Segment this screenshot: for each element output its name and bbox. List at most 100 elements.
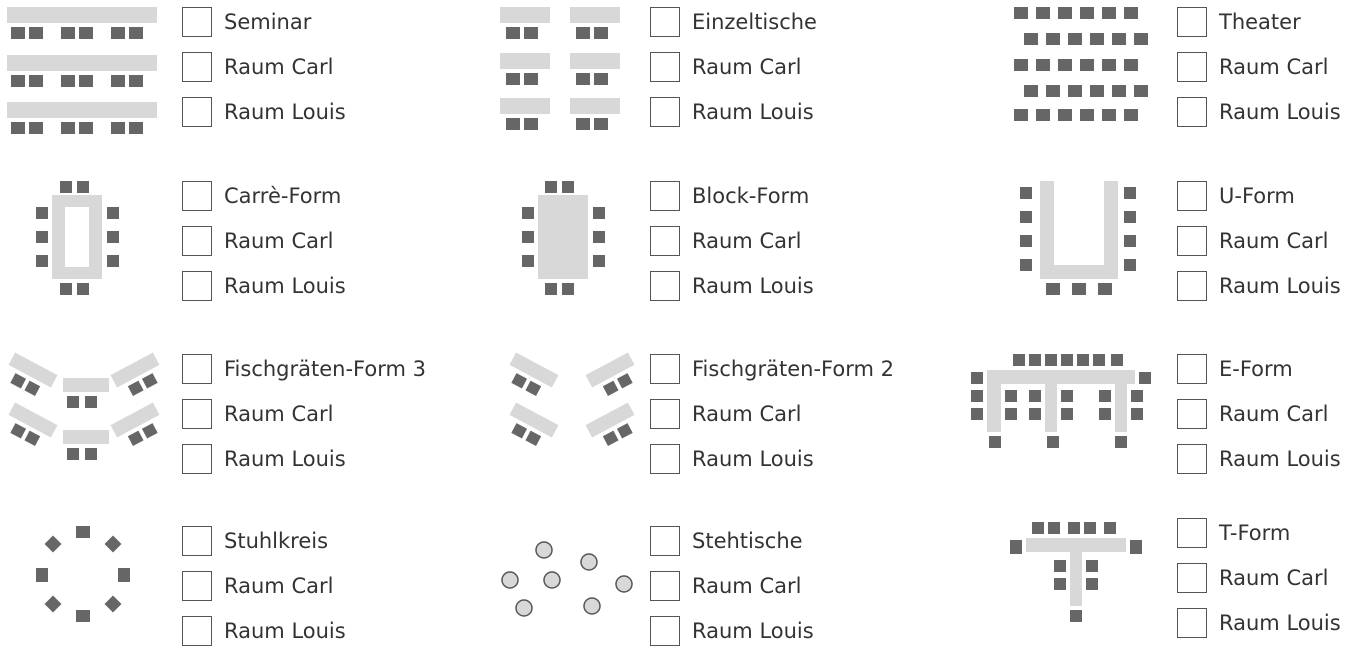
e-form-raum-louis-checkbox[interactable] [1177,444,1207,474]
e-form-checkbox[interactable] [1177,354,1207,384]
stuhlkreis-checkbox[interactable] [182,526,212,556]
option-t-form[interactable]: T-Form [1177,516,1290,550]
option-block-form[interactable]: Block-Form [650,179,809,213]
option-e-form-raum-louis[interactable]: Raum Louis [1177,442,1341,476]
option-theater-raum-louis[interactable]: Raum Louis [1177,95,1341,129]
option-t-form-raum-carl[interactable]: Raum Carl [1177,561,1328,595]
einzeltische-raum-louis-checkbox[interactable] [650,97,680,127]
fischgraeten-form-3-raum-carl-checkbox[interactable] [182,399,212,429]
option-theater-raum-carl[interactable]: Raum Carl [1177,50,1328,84]
option-einzeltische[interactable]: Einzeltische [650,5,817,39]
option-fischgraeten-form-2-raum-louis[interactable]: Raum Louis [650,442,814,476]
layout-u-form: U-Form Raum Carl Raum Louis [1010,179,1362,319]
option-label: Raum Carl [1219,55,1329,79]
seminar-raum-louis-checkbox[interactable] [182,97,212,127]
option-label: Raum Louis [224,619,346,643]
option-label: Raum Carl [1219,402,1329,426]
e-form-layout-icon [965,352,1170,492]
theater-checkbox[interactable] [1177,7,1207,37]
u-form-raum-carl-checkbox[interactable] [1177,226,1207,256]
option-label: Raum Louis [1219,274,1341,298]
option-fischgraeten-form-3[interactable]: Fischgräten-Form 3 [182,352,426,386]
theater-layout-icon [1010,5,1180,145]
option-label: Raum Louis [692,447,814,471]
block-form-raum-carl-checkbox[interactable] [650,226,680,256]
option-carre-form-raum-louis[interactable]: Raum Louis [182,269,346,303]
option-label: Raum Carl [692,229,802,253]
option-t-form-raum-louis[interactable]: Raum Louis [1177,606,1341,640]
option-label: Raum Carl [224,229,334,253]
option-stuhlkreis-raum-carl[interactable]: Raum Carl [182,569,333,603]
option-stuhlkreis-raum-louis[interactable]: Raum Louis [182,614,346,648]
t-form-checkbox[interactable] [1177,518,1207,548]
stehtische-checkbox[interactable] [650,526,680,556]
option-stehtische[interactable]: Stehtische [650,524,803,558]
block-form-checkbox[interactable] [650,181,680,211]
layout-fischgraeten-form-3: Fischgräten-Form 3 Raum Carl Raum Louis [5,352,445,492]
option-carre-form-raum-carl[interactable]: Raum Carl [182,224,333,258]
einzeltische-raum-carl-checkbox[interactable] [650,52,680,82]
option-u-form[interactable]: U-Form [1177,179,1295,213]
t-form-raum-carl-checkbox[interactable] [1177,563,1207,593]
carre-form-checkbox[interactable] [182,181,212,211]
option-stehtische-raum-louis[interactable]: Raum Louis [650,614,814,648]
option-einzeltische-raum-carl[interactable]: Raum Carl [650,50,801,84]
option-fischgraeten-form-3-raum-louis[interactable]: Raum Louis [182,442,346,476]
layout-einzeltische: Einzeltische Raum Carl Raum Louis [498,5,938,145]
theater-raum-louis-checkbox[interactable] [1177,97,1207,127]
stuhlkreis-raum-carl-checkbox[interactable] [182,571,212,601]
stehtische-raum-carl-checkbox[interactable] [650,571,680,601]
seminar-checkbox[interactable] [182,7,212,37]
option-seminar[interactable]: Seminar [182,5,311,39]
option-label: E-Form [1219,357,1293,381]
option-u-form-raum-carl[interactable]: Raum Carl [1177,224,1328,258]
option-fischgraeten-form-3-raum-carl[interactable]: Raum Carl [182,397,333,431]
stehtische-layout-icon [498,524,668,664]
option-e-form-raum-carl[interactable]: Raum Carl [1177,397,1328,431]
option-label: Theater [1219,10,1301,34]
fischgraeten-form-2-raum-carl-checkbox[interactable] [650,399,680,429]
einzeltische-checkbox[interactable] [650,7,680,37]
option-einzeltische-raum-louis[interactable]: Raum Louis [650,95,814,129]
block-form-layout-icon [498,179,668,319]
option-label: Raum Louis [1219,100,1341,124]
fischgraeten-form-2-checkbox[interactable] [650,354,680,384]
carre-form-raum-carl-checkbox[interactable] [182,226,212,256]
option-theater[interactable]: Theater [1177,5,1301,39]
layout-stehtische: Stehtische Raum Carl Raum Louis [498,524,938,664]
option-block-form-raum-louis[interactable]: Raum Louis [650,269,814,303]
stuhlkreis-layout-icon [5,524,175,664]
e-form-raum-carl-checkbox[interactable] [1177,399,1207,429]
option-label: Raum Carl [224,55,334,79]
u-form-layout-icon [1010,179,1180,319]
stehtische-raum-louis-checkbox[interactable] [650,616,680,646]
option-fischgraeten-form-2-raum-carl[interactable]: Raum Carl [650,397,801,431]
option-u-form-raum-louis[interactable]: Raum Louis [1177,269,1341,303]
layout-stuhlkreis: Stuhlkreis Raum Carl Raum Louis [5,524,445,664]
seminar-raum-carl-checkbox[interactable] [182,52,212,82]
fischgraeten-form-2-raum-louis-checkbox[interactable] [650,444,680,474]
option-block-form-raum-carl[interactable]: Raum Carl [650,224,801,258]
option-label: Raum Carl [692,574,802,598]
t-form-raum-louis-checkbox[interactable] [1177,608,1207,638]
option-seminar-raum-carl[interactable]: Raum Carl [182,50,333,84]
option-fischgraeten-form-2[interactable]: Fischgräten-Form 2 [650,352,894,386]
fischgraeten-form-3-raum-louis-checkbox[interactable] [182,444,212,474]
option-stehtische-raum-carl[interactable]: Raum Carl [650,569,801,603]
option-label: Raum Carl [224,574,334,598]
layout-seminar: Seminar Raum Carl Raum Louis [5,5,445,145]
carre-form-raum-louis-checkbox[interactable] [182,271,212,301]
option-label: Raum Louis [692,274,814,298]
block-form-raum-louis-checkbox[interactable] [650,271,680,301]
option-e-form[interactable]: E-Form [1177,352,1293,386]
u-form-raum-louis-checkbox[interactable] [1177,271,1207,301]
fischgraeten-form-3-checkbox[interactable] [182,354,212,384]
option-label: Raum Carl [1219,566,1329,590]
theater-raum-carl-checkbox[interactable] [1177,52,1207,82]
option-carre-form[interactable]: Carrè-Form [182,179,341,213]
option-stuhlkreis[interactable]: Stuhlkreis [182,524,328,558]
option-seminar-raum-louis[interactable]: Raum Louis [182,95,346,129]
layout-fischgraeten-form-2: Fischgräten-Form 2 Raum Carl Raum Louis [498,352,938,492]
stuhlkreis-raum-louis-checkbox[interactable] [182,616,212,646]
u-form-checkbox[interactable] [1177,181,1207,211]
